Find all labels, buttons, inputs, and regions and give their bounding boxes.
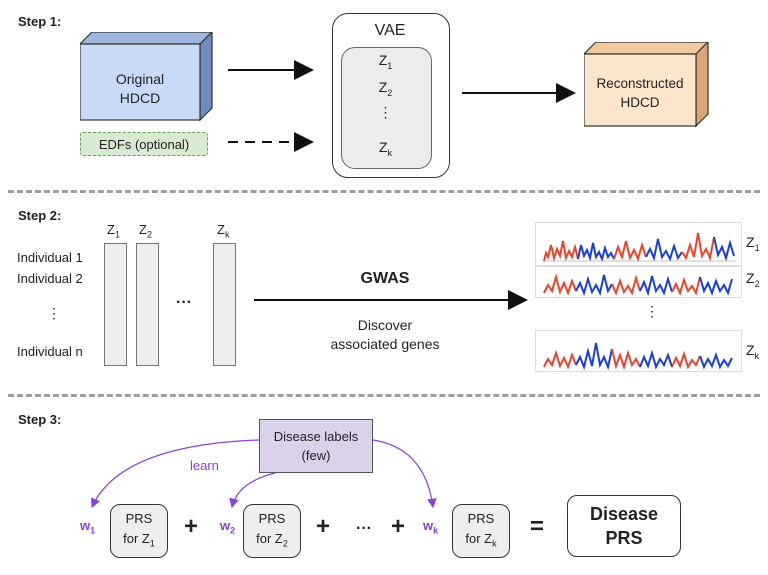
prs-z1-line1: PRS [125,511,153,526]
reconstructed-line2: HDCD [620,95,660,110]
vae-zk-sub: k [387,147,393,158]
wk-w: w [423,518,434,533]
w2-sub: 2 [230,525,236,536]
z2-header: Z2 [139,222,152,240]
prs-z1-line2: for Z1 [111,529,167,554]
plot-label-z2-sub: 2 [754,278,760,289]
divider-2 [8,394,760,397]
z1-header-z: Z [107,222,115,237]
prs-zk-text: for Z [465,531,493,546]
prs-zk-line2: for Zk [453,529,509,554]
z1-column [104,243,127,366]
original-line1: Original [115,71,165,87]
w2-label: w2 [220,518,235,536]
gwas-arrow [254,290,528,310]
original-hdcd-cube [80,32,213,122]
step3-title: Step 3: [18,412,62,427]
individuals-vdots: ⋮ [47,305,61,321]
zk-header-z: Z [217,222,225,237]
disease-prs-box: Disease PRS [567,495,681,557]
prs-z1-text: for Z [123,531,150,546]
gwas-plot-z1 [535,222,742,266]
prs-z2-text: for Z [256,531,283,546]
w1-sub: 1 [90,525,96,536]
disease-labels-line1: Disease labels [273,429,359,444]
disease-labels-box: Disease labels (few) [259,419,373,473]
gwas-plot-z2 [535,266,742,298]
w1-w: w [80,518,91,533]
prs-zk-box: PRS for Zk [452,504,510,558]
plus-2: + [316,513,331,540]
plot-label-zk: Zk [746,342,759,361]
w1-label: w1 [80,518,95,536]
vae-zk-z: Z [378,139,388,155]
learn-label: learn [190,458,219,473]
plot-label-z2-z: Z [746,270,755,286]
z1-header: Z1 [107,222,120,240]
prs-z2-box: PRS for Z2 [243,504,301,558]
step1-title: Step 1: [18,14,62,29]
reconstructed-hdcd-cube [584,42,709,128]
z1-header-sub: 1 [114,229,120,240]
z2-header-z: Z [139,222,147,237]
individual-n: Individual n [17,344,83,359]
wk-label: wk [423,518,438,536]
discover-line1: Discover [357,317,413,333]
w2-w: w [220,518,231,533]
gwas-plot-zk [535,330,742,372]
equals: = [530,513,545,540]
disease-labels-line2: (few) [301,448,331,463]
zk-header-sub: k [224,229,230,240]
discover-line2: associated genes [330,336,440,352]
zk-header: Zk [217,222,229,240]
ops-ellipsis: ··· [356,520,372,537]
vae-title: VAE [374,22,406,39]
learn-arrows [91,439,437,509]
prs-z1-sub: 1 [149,538,155,549]
step2-title: Step 2: [18,208,62,223]
reconstructed-hdcd-label: Reconstructed HDCD [584,74,696,112]
vae-z2-sub: 2 [387,87,393,98]
prs-z2-line1: PRS [258,511,286,526]
plot-label-z1: Z1 [746,234,760,253]
plus-3: + [391,513,406,540]
disease-prs-line1: Disease [589,504,659,524]
columns-ellipsis: ··· [176,294,192,311]
gwas-label: GWAS [360,270,410,287]
step1-arrows [228,60,576,152]
vae-z2: Z2 [341,79,430,98]
z2-column [136,243,159,366]
edfs-box: EDFs (optional) [80,132,208,156]
plot-label-z1-z: Z [746,234,755,250]
vae-vdots: ⋮ [378,104,393,120]
plot-label-z1-sub: 1 [754,242,760,253]
plot-label-z2: Z2 [746,270,760,289]
prs-zk-sub: k [492,538,497,549]
vae-z1-z: Z [378,52,388,68]
vae-z1-sub: 1 [387,60,393,71]
prs-z2-sub: 2 [282,538,288,549]
plot-label-zk-sub: k [754,350,760,361]
original-hdcd-label: Original HDCD [80,70,200,108]
plot-label-zk-z: Z [746,342,755,358]
zk-column [213,243,236,366]
prs-zk-line1: PRS [467,511,495,526]
vae-z2-z: Z [378,79,388,95]
plots-vdots: ⋮ [645,303,659,319]
prs-z1-box: PRS for Z1 [110,504,168,558]
discover-label: Discover associated genes [250,316,520,354]
individual-1: Individual 1 [17,250,83,265]
vae-z1: Z1 [341,52,430,71]
individual-2: Individual 2 [17,271,83,286]
plus-1: + [184,513,199,540]
z2-header-sub: 2 [146,229,152,240]
divider-1 [8,190,760,193]
wk-sub: k [433,525,439,536]
vae-latent-box [341,47,432,169]
original-line2: HDCD [119,90,161,106]
vae-zk: Zk [341,139,430,158]
disease-prs-line2: PRS [605,528,643,548]
reconstructed-line1: Reconstructed [596,76,684,91]
prs-z2-line2: for Z2 [244,529,300,554]
